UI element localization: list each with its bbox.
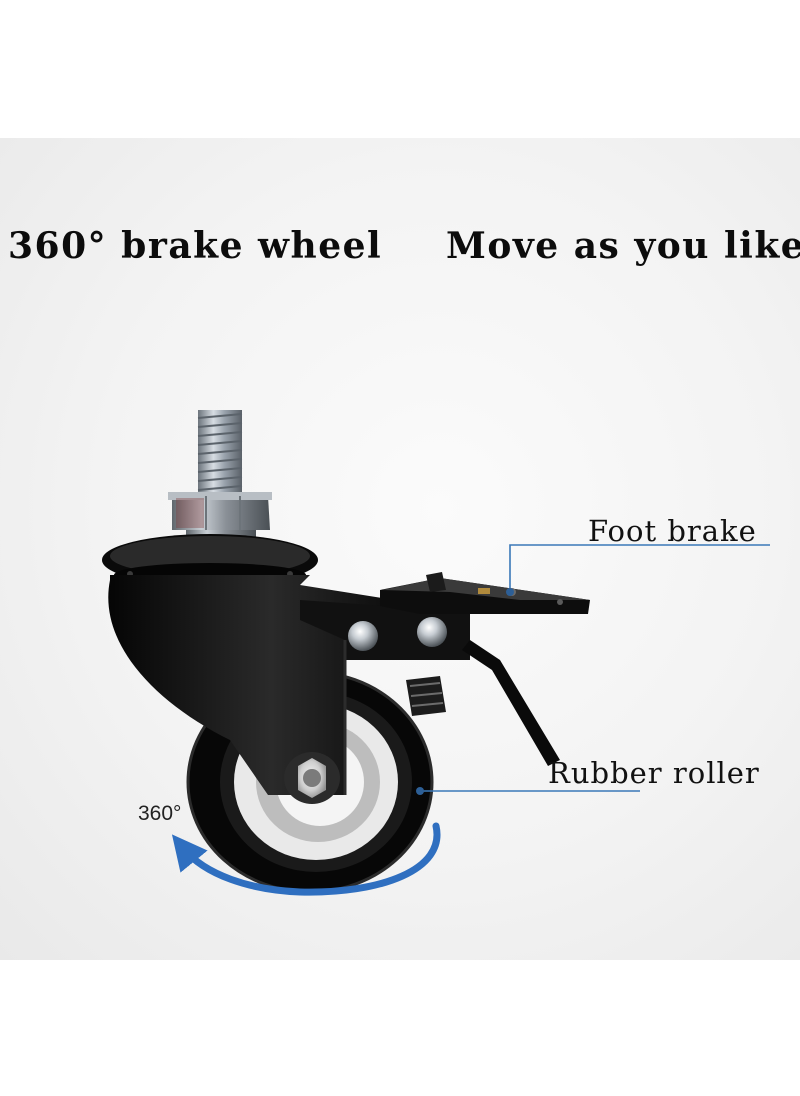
- headline-left: 360° brake wheel: [8, 225, 383, 267]
- axle-hub: [284, 752, 340, 804]
- rotation-arrow-icon: [171, 822, 441, 896]
- headline-right: Move as you like: [446, 225, 800, 267]
- threaded-bolt: [197, 410, 243, 500]
- rotation-label: 360°: [138, 802, 182, 825]
- swivel-plate: [102, 534, 318, 587]
- foot-brake-pedal: [380, 572, 590, 766]
- foot-brake-label: Foot brake: [588, 514, 757, 548]
- rivets: [348, 617, 447, 651]
- rubber-roller-label: Rubber roller: [548, 756, 760, 790]
- callout-lines: [416, 544, 770, 795]
- foot-brake-callout-line: [509, 544, 770, 592]
